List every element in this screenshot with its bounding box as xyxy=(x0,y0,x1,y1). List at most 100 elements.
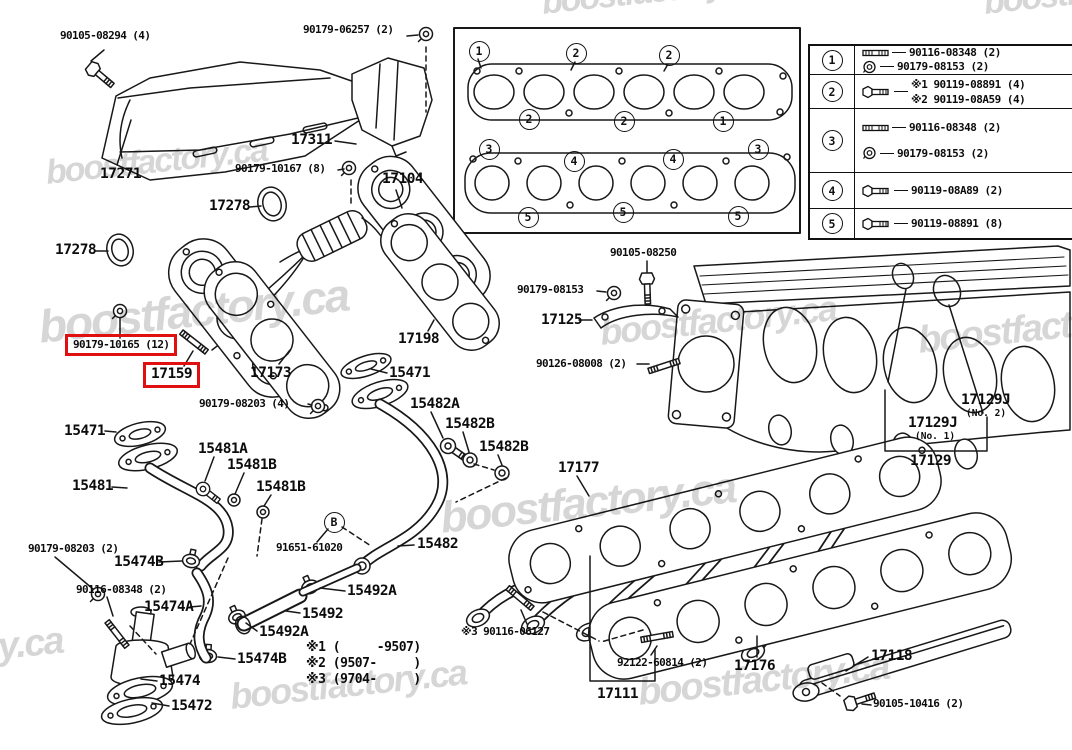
part-label-15492A-2: 15492A xyxy=(259,624,309,640)
row-parts-cell: 90119-08891 (8) xyxy=(855,209,1072,238)
row-number-4: 4 xyxy=(821,180,843,201)
fastener-entry: 90179-08153 (2) xyxy=(862,60,1072,74)
fastener-row-5: 5 90119-08891 (8) xyxy=(810,208,1072,238)
row-number-1: 1 xyxy=(821,49,843,71)
icon-leader-line xyxy=(894,223,908,224)
part-label-91651-61020: 91651-61020 xyxy=(276,541,343,554)
fastener-part-number: 90116-08348 (2) xyxy=(909,121,1001,134)
part-label-15474B-2: 15474B xyxy=(237,651,287,667)
callout-5-12: 5 xyxy=(727,205,749,227)
pipe-15492 xyxy=(234,563,362,635)
row-parts-cell: 90116-08348 (2) 90179-08153 (2) xyxy=(855,109,1072,172)
oil-pipe-15481 xyxy=(144,462,234,572)
fastener-row-2: 2※1 90119-08891 (4)※2 90119-08A59 (4) xyxy=(810,74,1072,108)
upper-manifold-gasket xyxy=(467,58,793,121)
part-label-17129J-no2-sub: (No. 2) xyxy=(966,408,1007,419)
part-label-17129J-no1: 17129J xyxy=(908,415,958,431)
part-label-15482A: 15482A xyxy=(410,396,460,412)
bolt-90105-08250 xyxy=(638,271,657,305)
part-label-15474: 15474 xyxy=(159,673,201,689)
bracket-17118 xyxy=(792,619,1012,702)
bracket-17125 xyxy=(593,304,679,329)
callout-4-7: 4 xyxy=(563,150,585,172)
part-label-17125: 17125 xyxy=(541,312,583,328)
part-label-15471-1: 15471 xyxy=(389,365,431,381)
icon-leader-line xyxy=(892,52,906,54)
part-label-90179-08203-4: 90179-08203 (4) xyxy=(199,397,290,410)
heat-shield-17311 xyxy=(351,57,433,157)
part-label-15474B-1: 15474B xyxy=(114,554,164,570)
part-label-15482B-1: 15482B xyxy=(445,416,495,432)
part-label-90116-08348-2: 90116-08348 (2) xyxy=(76,583,167,596)
flange-15471-left xyxy=(113,420,179,472)
part-label-15474A: 15474A xyxy=(144,599,194,615)
part-label-17129: 17129 xyxy=(910,453,952,469)
fastener-entry: ※1 90119-08891 (4)※2 90119-08A59 (4) xyxy=(862,78,1072,106)
fastener-entry: 90116-08348 (2) xyxy=(862,46,1072,59)
part-label-17159: 17159 xyxy=(143,362,201,388)
part-label-15482: 15482 xyxy=(417,536,459,552)
part-label-17173: 17173 xyxy=(250,365,292,381)
row-parts-cell: 90116-08348 (2)90179-08153 (2) xyxy=(855,46,1072,74)
part-label-17129J-no1-sub: (No. 1) xyxy=(915,431,956,442)
gasket-17176 xyxy=(587,512,1013,680)
row-number-5: 5 xyxy=(821,213,843,234)
icon-leader-line xyxy=(892,127,906,128)
lower-manifold-gasket xyxy=(464,152,796,214)
fastener-entry: 90179-08153 (2) xyxy=(862,146,1072,160)
oil-filter-bracket-15474 xyxy=(106,606,197,707)
row-number-3: 3 xyxy=(821,130,843,151)
fastener-entry: 90116-08348 (2) xyxy=(862,121,1072,134)
part-label-15481A: 15481A xyxy=(198,441,248,457)
nut-90179-06257 xyxy=(417,26,434,113)
part-label-90116-06127: ※3 90116-06127 xyxy=(461,625,550,638)
gasket-17177 xyxy=(508,436,942,604)
callout-3-9: 3 xyxy=(747,138,769,160)
part-label-17129J-no2: 17129J xyxy=(961,392,1011,408)
part-label-17278-1: 17278 xyxy=(209,198,251,214)
nut-icon xyxy=(862,60,877,74)
row-parts-cell: 90119-08A89 (2) xyxy=(855,173,1072,208)
nut-90179-10165 xyxy=(111,303,128,320)
row-number-cell: 1 xyxy=(810,46,855,74)
heat-shield-17271 xyxy=(101,61,367,181)
gasket-15482B xyxy=(455,452,510,503)
fastener-part-number: 90179-08153 (2) xyxy=(897,146,989,160)
part-label-15481B-2: 15481B xyxy=(256,479,306,495)
part-label-legend-note-3: ※3 (9704- ) xyxy=(306,672,421,687)
part-label-15481B-1: 15481B xyxy=(227,457,277,473)
part-label-90105-08294: 90105-08294 (4) xyxy=(60,29,151,42)
o-ring-17129J-no2 xyxy=(932,274,962,308)
fastener-part-number: 90179-08153 (2) xyxy=(897,60,989,74)
part-label-legend-note-1: ※1 ( -9507) xyxy=(306,640,421,655)
part-label-90105-10416: 90105-10416 (2) xyxy=(873,697,964,710)
nut-90179-10167 xyxy=(340,160,357,207)
part-label-17104: 17104 xyxy=(382,171,424,187)
row-number-cell: 5 xyxy=(810,209,855,238)
stud-17159 xyxy=(178,329,210,355)
callout-3-6: 3 xyxy=(478,138,500,160)
stud-icon xyxy=(862,48,889,58)
o-ring-17129J-no1 xyxy=(891,262,915,290)
part-label-15492: 15492 xyxy=(302,606,344,622)
callout-5-10: 5 xyxy=(517,206,539,228)
callout-2-3: 2 xyxy=(518,108,540,130)
fastener-entry: 90119-08A89 (2) xyxy=(862,184,1072,198)
fastener-row-3: 3 90116-08348 (2) 90179-08153 (2) xyxy=(810,108,1072,172)
nut-icon xyxy=(862,146,877,160)
part-label-15481: 15481 xyxy=(72,478,114,494)
part-label-90179-06257: 90179-06257 (2) xyxy=(303,23,394,36)
fastener-part-number: ※2 90119-08A59 (4) xyxy=(911,92,1026,106)
row-number-cell: 4 xyxy=(810,173,855,208)
o-ring-17278-2 xyxy=(106,233,134,267)
part-label-17111: 17111 xyxy=(597,686,639,702)
icon-leader-line xyxy=(880,152,894,154)
fastener-row-4: 4 90119-08A89 (2) xyxy=(810,172,1072,208)
fastener-part-number: 90119-08891 (8) xyxy=(911,217,1003,230)
fastener-part-number: ※1 90119-08891 (4) xyxy=(911,77,1026,91)
part-label-15482B-2: 15482B xyxy=(479,439,529,455)
assembly-dash-line xyxy=(189,557,229,645)
callout-5-11: 5 xyxy=(612,201,634,223)
